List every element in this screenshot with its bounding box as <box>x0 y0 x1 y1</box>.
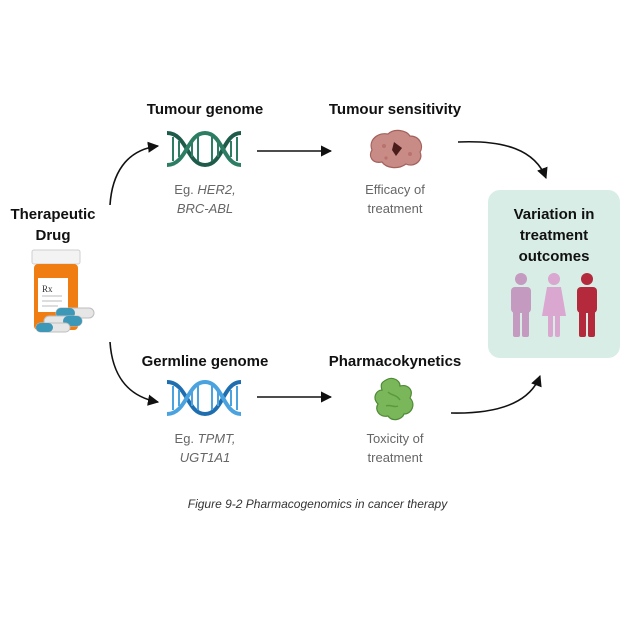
gene-her2: HER2, <box>197 182 236 197</box>
person-male-icon <box>511 273 531 337</box>
efficacy-line2: treatment <box>367 201 423 216</box>
arrow-sensitivity-to-outcome <box>457 140 548 180</box>
toxicity-line1: Toxicity of <box>366 431 424 446</box>
figure-caption: Figure 9-2 Pharmacogenomics in cancer th… <box>187 497 448 511</box>
tumour-cell-icon <box>369 129 423 169</box>
person-red-icon <box>577 273 597 337</box>
dna-germline-icon <box>166 379 242 417</box>
tumour-sensitivity-desc: Efficacy of treatment <box>330 180 460 218</box>
toxicity-line2: treatment <box>367 450 423 465</box>
efficacy-line1: Efficacy of <box>365 182 425 197</box>
arrow-pk-to-outcome <box>450 374 542 414</box>
arrow-drug-to-germline-genome <box>109 341 160 406</box>
therapeutic-drug-label: Therapeutic Drug <box>0 204 106 246</box>
bottle-rx-label: Rx <box>42 284 53 294</box>
outcome-line3: outcomes <box>518 248 590 265</box>
pill-bottle-icon: Rx <box>31 249 95 333</box>
germline-genome-title: Germline genome <box>141 353 269 370</box>
arrow-drug-to-tumour-genome <box>109 141 160 206</box>
outcome-line2: treatment <box>519 227 589 244</box>
germline-genome-prefix: Eg. <box>174 431 198 446</box>
therapeutic-drug-line2: Drug <box>35 227 71 244</box>
pharmacokinetics-title: Pharmacokynetics <box>328 353 462 370</box>
tumour-genome-examples: Eg. HER2, BRC-ABL <box>140 180 270 218</box>
germline-genome-examples: Eg. TPMT, UGT1A1 <box>140 429 270 467</box>
pk-blob-icon <box>374 377 414 421</box>
tumour-genome-title: Tumour genome <box>146 101 264 118</box>
dna-tumour-icon <box>166 130 242 168</box>
person-female-icon <box>542 273 566 337</box>
therapeutic-drug-line1: Therapeutic <box>10 206 96 223</box>
tumour-genome-prefix: Eg. <box>174 182 198 197</box>
outcome-line1: Variation in <box>513 206 595 223</box>
outcome-title: Variation in treatment outcomes <box>488 204 620 267</box>
gene-tpmt: TPMT, <box>197 431 236 446</box>
gene-brc-abl: BRC-ABL <box>176 201 234 216</box>
tumour-sensitivity-title: Tumour sensitivity <box>328 101 462 118</box>
pharmacokinetics-desc: Toxicity of treatment <box>330 429 460 467</box>
capsules-icon <box>35 307 95 333</box>
gene-ugt1a1: UGT1A1 <box>179 450 231 465</box>
